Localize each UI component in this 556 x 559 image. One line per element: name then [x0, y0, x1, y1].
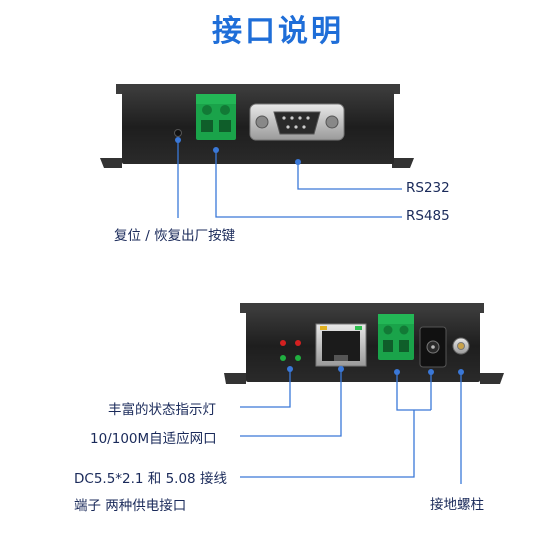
ground-stud-icon [452, 337, 470, 355]
back-top-edge [240, 303, 484, 313]
ground-stud-label: 接地螺柱 [430, 497, 484, 513]
reset-button-label: 复位 / 恢复出厂按键 [114, 228, 236, 244]
rj45-port-icon [315, 323, 367, 367]
front-device [100, 84, 414, 168]
back-callout-dots [287, 366, 464, 375]
dc-jack-icon [419, 326, 447, 368]
rs232-label: RS232 [406, 180, 450, 196]
status-led-label: 丰富的状态指示灯 [108, 402, 216, 418]
front-callout-dots [175, 137, 301, 165]
front-left-flange [100, 158, 122, 168]
reset-hole-icon [174, 129, 182, 137]
rs485-label: RS485 [406, 208, 450, 224]
page-title: 接口说明 [212, 14, 344, 49]
front-top-edge [116, 84, 400, 94]
power-interface-label-line1: DC5.5*2.1 和 5.08 接线 [74, 471, 227, 487]
power-interface-label-line2: 端子 两种供电接口 [74, 498, 187, 514]
back-callout-lines [240, 369, 462, 484]
front-callout-lines [177, 140, 402, 218]
ethernet-port-label: 10/100M自适应网口 [90, 431, 217, 447]
db9-connector-icon [249, 103, 345, 141]
front-right-flange [392, 158, 414, 168]
back-left-flange [224, 373, 246, 384]
back-right-flange [480, 373, 504, 384]
back-device [224, 303, 504, 384]
rs485-terminal-icon [196, 94, 236, 140]
power-terminal-icon [378, 314, 414, 360]
status-led-icons [280, 340, 301, 361]
